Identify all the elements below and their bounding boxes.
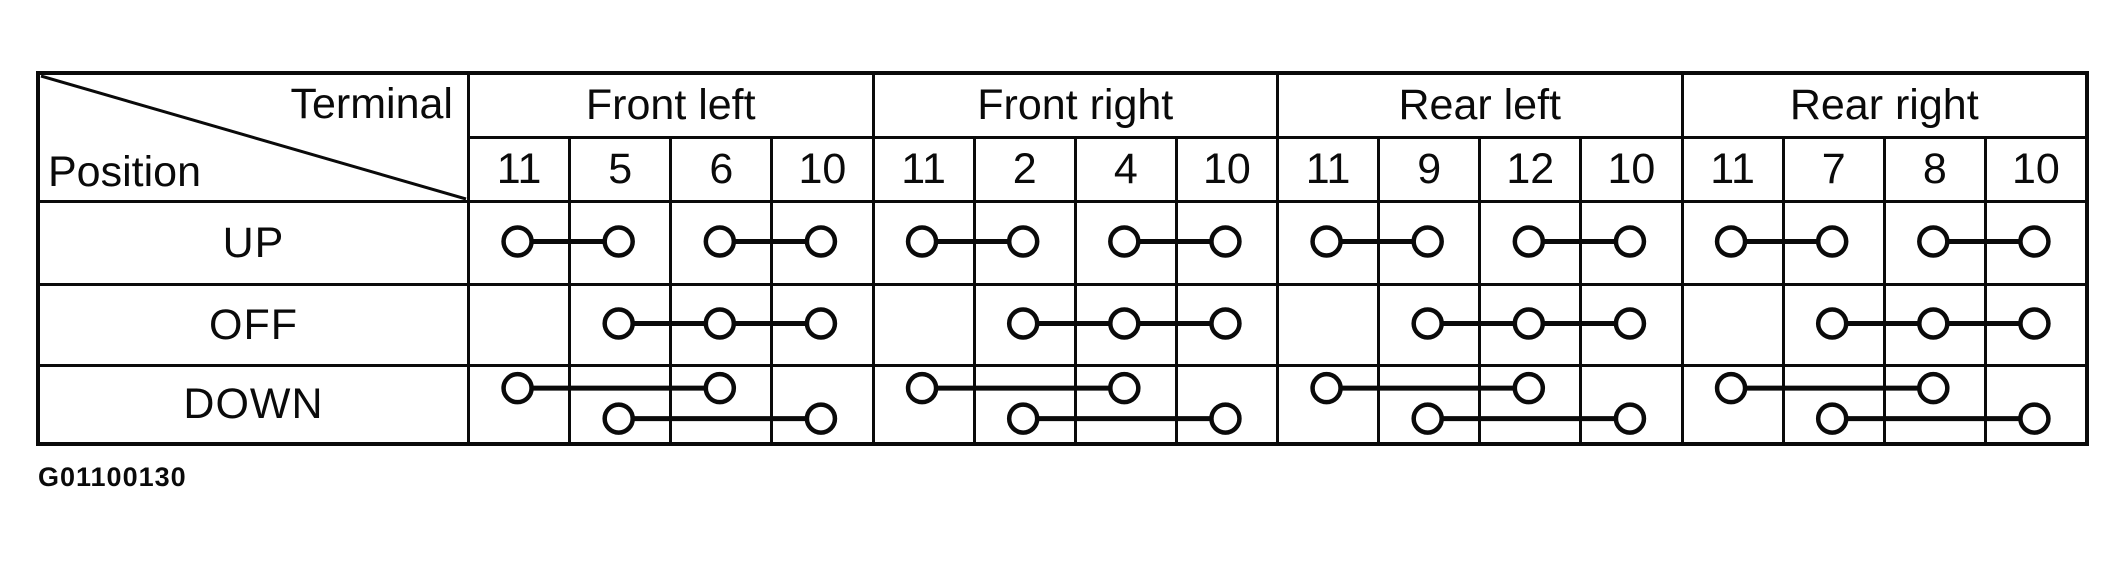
row-label-down: DOWN: [40, 364, 467, 442]
body-cell: [972, 283, 1074, 364]
body-cell: [1882, 364, 1984, 442]
terminal-header-rear-right-8: 8: [1882, 136, 1984, 200]
body-cell: [568, 283, 670, 364]
body-cell: [1882, 283, 1984, 364]
terminal-header-front-left-6: 6: [669, 136, 771, 200]
body-cell: [1680, 200, 1782, 283]
body-cell: [467, 364, 569, 442]
body-cell: [1579, 283, 1681, 364]
terminal-header-front-left-10: 10: [770, 136, 872, 200]
terminal-header-rear-right-11: 11: [1680, 136, 1782, 200]
body-cell: [1377, 200, 1479, 283]
row-label-off: OFF: [40, 283, 467, 364]
group-header-rear-left: Rear left: [1276, 75, 1681, 136]
corner-diagonal: [40, 75, 467, 200]
body-cell: [1478, 364, 1580, 442]
body-cell: [568, 364, 670, 442]
group-header-front-left: Front left: [467, 75, 872, 136]
body-cell: [1073, 200, 1175, 283]
row-label-up: UP: [40, 200, 467, 283]
body-cell: [1882, 200, 1984, 283]
terminal-header-rear-right-7: 7: [1781, 136, 1883, 200]
body-cell: [1174, 283, 1276, 364]
body-cell: [871, 283, 973, 364]
body-cell: [1983, 200, 2085, 283]
body-cell: [568, 200, 670, 283]
figure-id: G01100130: [38, 462, 187, 492]
body-cell: [669, 364, 771, 442]
body-cell: [972, 200, 1074, 283]
body-cell: [1983, 283, 2085, 364]
terminal-header-rear-left-9: 9: [1377, 136, 1479, 200]
body-cell: [871, 364, 973, 442]
body-cell: [770, 283, 872, 364]
group-header-front-right: Front right: [871, 75, 1277, 136]
body-cell: [467, 200, 569, 283]
body-cell: [1781, 364, 1883, 442]
body-cell: [1276, 200, 1378, 283]
body-cell: [1478, 283, 1580, 364]
body-cell: [1680, 364, 1782, 442]
body-cell: [770, 364, 872, 442]
position-axis-label: Position: [48, 148, 201, 196]
terminal-axis-label: Terminal: [290, 80, 454, 128]
body-cell: [1174, 200, 1276, 283]
terminal-header-front-left-5: 5: [568, 136, 670, 200]
body-cell: [1781, 200, 1883, 283]
terminal-header-front-right-10: 10: [1174, 136, 1276, 200]
body-cell: [669, 283, 771, 364]
body-cell: [669, 200, 771, 283]
body-cell: [1579, 364, 1681, 442]
body-cell: [1478, 200, 1580, 283]
body-cell: [1276, 364, 1378, 442]
terminal-header-front-right-4: 4: [1073, 136, 1175, 200]
terminal-header-front-left-11: 11: [467, 136, 569, 200]
terminal-header-rear-left-12: 12: [1478, 136, 1580, 200]
body-cell: [770, 200, 872, 283]
terminal-header-rear-left-11: 11: [1276, 136, 1378, 200]
body-cell: [1073, 364, 1175, 442]
body-cell: [1276, 283, 1378, 364]
body-cell: [1579, 200, 1681, 283]
body-cell: [1983, 364, 2085, 442]
body-cell: [972, 364, 1074, 442]
body-cell: [1073, 283, 1175, 364]
body-cell: [1680, 283, 1782, 364]
diagonal-line: [40, 75, 467, 200]
body-cell: [1781, 283, 1883, 364]
body-cell: [467, 283, 569, 364]
body-cell: [871, 200, 973, 283]
group-header-rear-right: Rear right: [1680, 75, 2086, 136]
terminal-header-rear-left-10: 10: [1579, 136, 1681, 200]
body-cell: [1174, 364, 1276, 442]
terminal-header-front-right-2: 2: [972, 136, 1074, 200]
body-cell: [1377, 364, 1479, 442]
terminal-header-rear-right-10: 10: [1983, 136, 2085, 200]
corner-cell: Terminal Position: [40, 75, 467, 200]
body-cell: [1377, 283, 1479, 364]
terminal-header-front-right-11: 11: [871, 136, 973, 200]
